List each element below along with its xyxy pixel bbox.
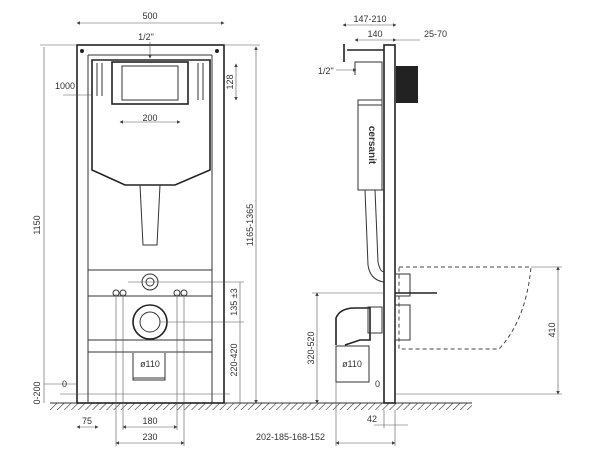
drain-pipe bbox=[335, 345, 370, 383]
bowl-height-dimension: 410 bbox=[547, 322, 557, 337]
width-dimension: 500 bbox=[142, 11, 157, 21]
flush-plate-opening bbox=[111, 61, 189, 105]
floor-hatch bbox=[50, 403, 300, 410]
brand-label: cersanit bbox=[366, 126, 377, 165]
drain-height-dimension: 220-420 bbox=[229, 343, 239, 376]
foot-width-dimension: 75 bbox=[82, 416, 92, 426]
plate-width-dimension: 200 bbox=[142, 113, 157, 123]
drain-center-dimension: 320-520 bbox=[306, 331, 316, 364]
water-inlet-label: 1/2" bbox=[138, 32, 154, 42]
adjustable-height-dimension: 1165-1365 bbox=[245, 204, 255, 246]
depth-dimension: 140 bbox=[367, 29, 382, 39]
connection-height-dimension: 135 ±3 bbox=[229, 288, 239, 315]
offset-dimension: 42 bbox=[367, 414, 377, 424]
cistern bbox=[91, 59, 211, 186]
zero-level-side-label: 0 bbox=[375, 379, 380, 389]
bolt-spacing-inner-dimension: 180 bbox=[142, 416, 157, 426]
inlet-height-dimension: 1000 bbox=[55, 81, 75, 91]
bolt-spacing-outer-dimension: 230 bbox=[142, 432, 157, 442]
side-view: cersanit 1/2" 147-210 140 25-70 320-520 … bbox=[256, 14, 562, 446]
water-inlet-side-label: 1/2" bbox=[318, 66, 334, 76]
plate-height-dimension: 128 bbox=[225, 74, 235, 89]
depth-range-dimension: 147-210 bbox=[353, 14, 386, 24]
drain-bend bbox=[335, 307, 371, 346]
floor-adjust-dimension: 0-200 bbox=[32, 381, 42, 404]
distance-dimension: 202-185-168-152 bbox=[256, 432, 325, 442]
flush-plate-side bbox=[396, 66, 418, 103]
frame-post bbox=[383, 44, 396, 404]
wall-thickness-dimension: 25-70 bbox=[424, 29, 447, 39]
drain-diameter-label: ø110 bbox=[140, 359, 160, 369]
floor-hatch-side bbox=[300, 403, 472, 410]
front-view: 500 1/2" 1150 1165-1365 1000 200 128 135… bbox=[32, 11, 300, 446]
toilet-bowl-outline bbox=[398, 266, 532, 350]
drain-diameter-side-label: ø110 bbox=[342, 359, 362, 369]
height-dimension: 1150 bbox=[32, 215, 42, 234]
zero-level-label: 0 bbox=[62, 379, 67, 389]
frame bbox=[76, 44, 225, 404]
